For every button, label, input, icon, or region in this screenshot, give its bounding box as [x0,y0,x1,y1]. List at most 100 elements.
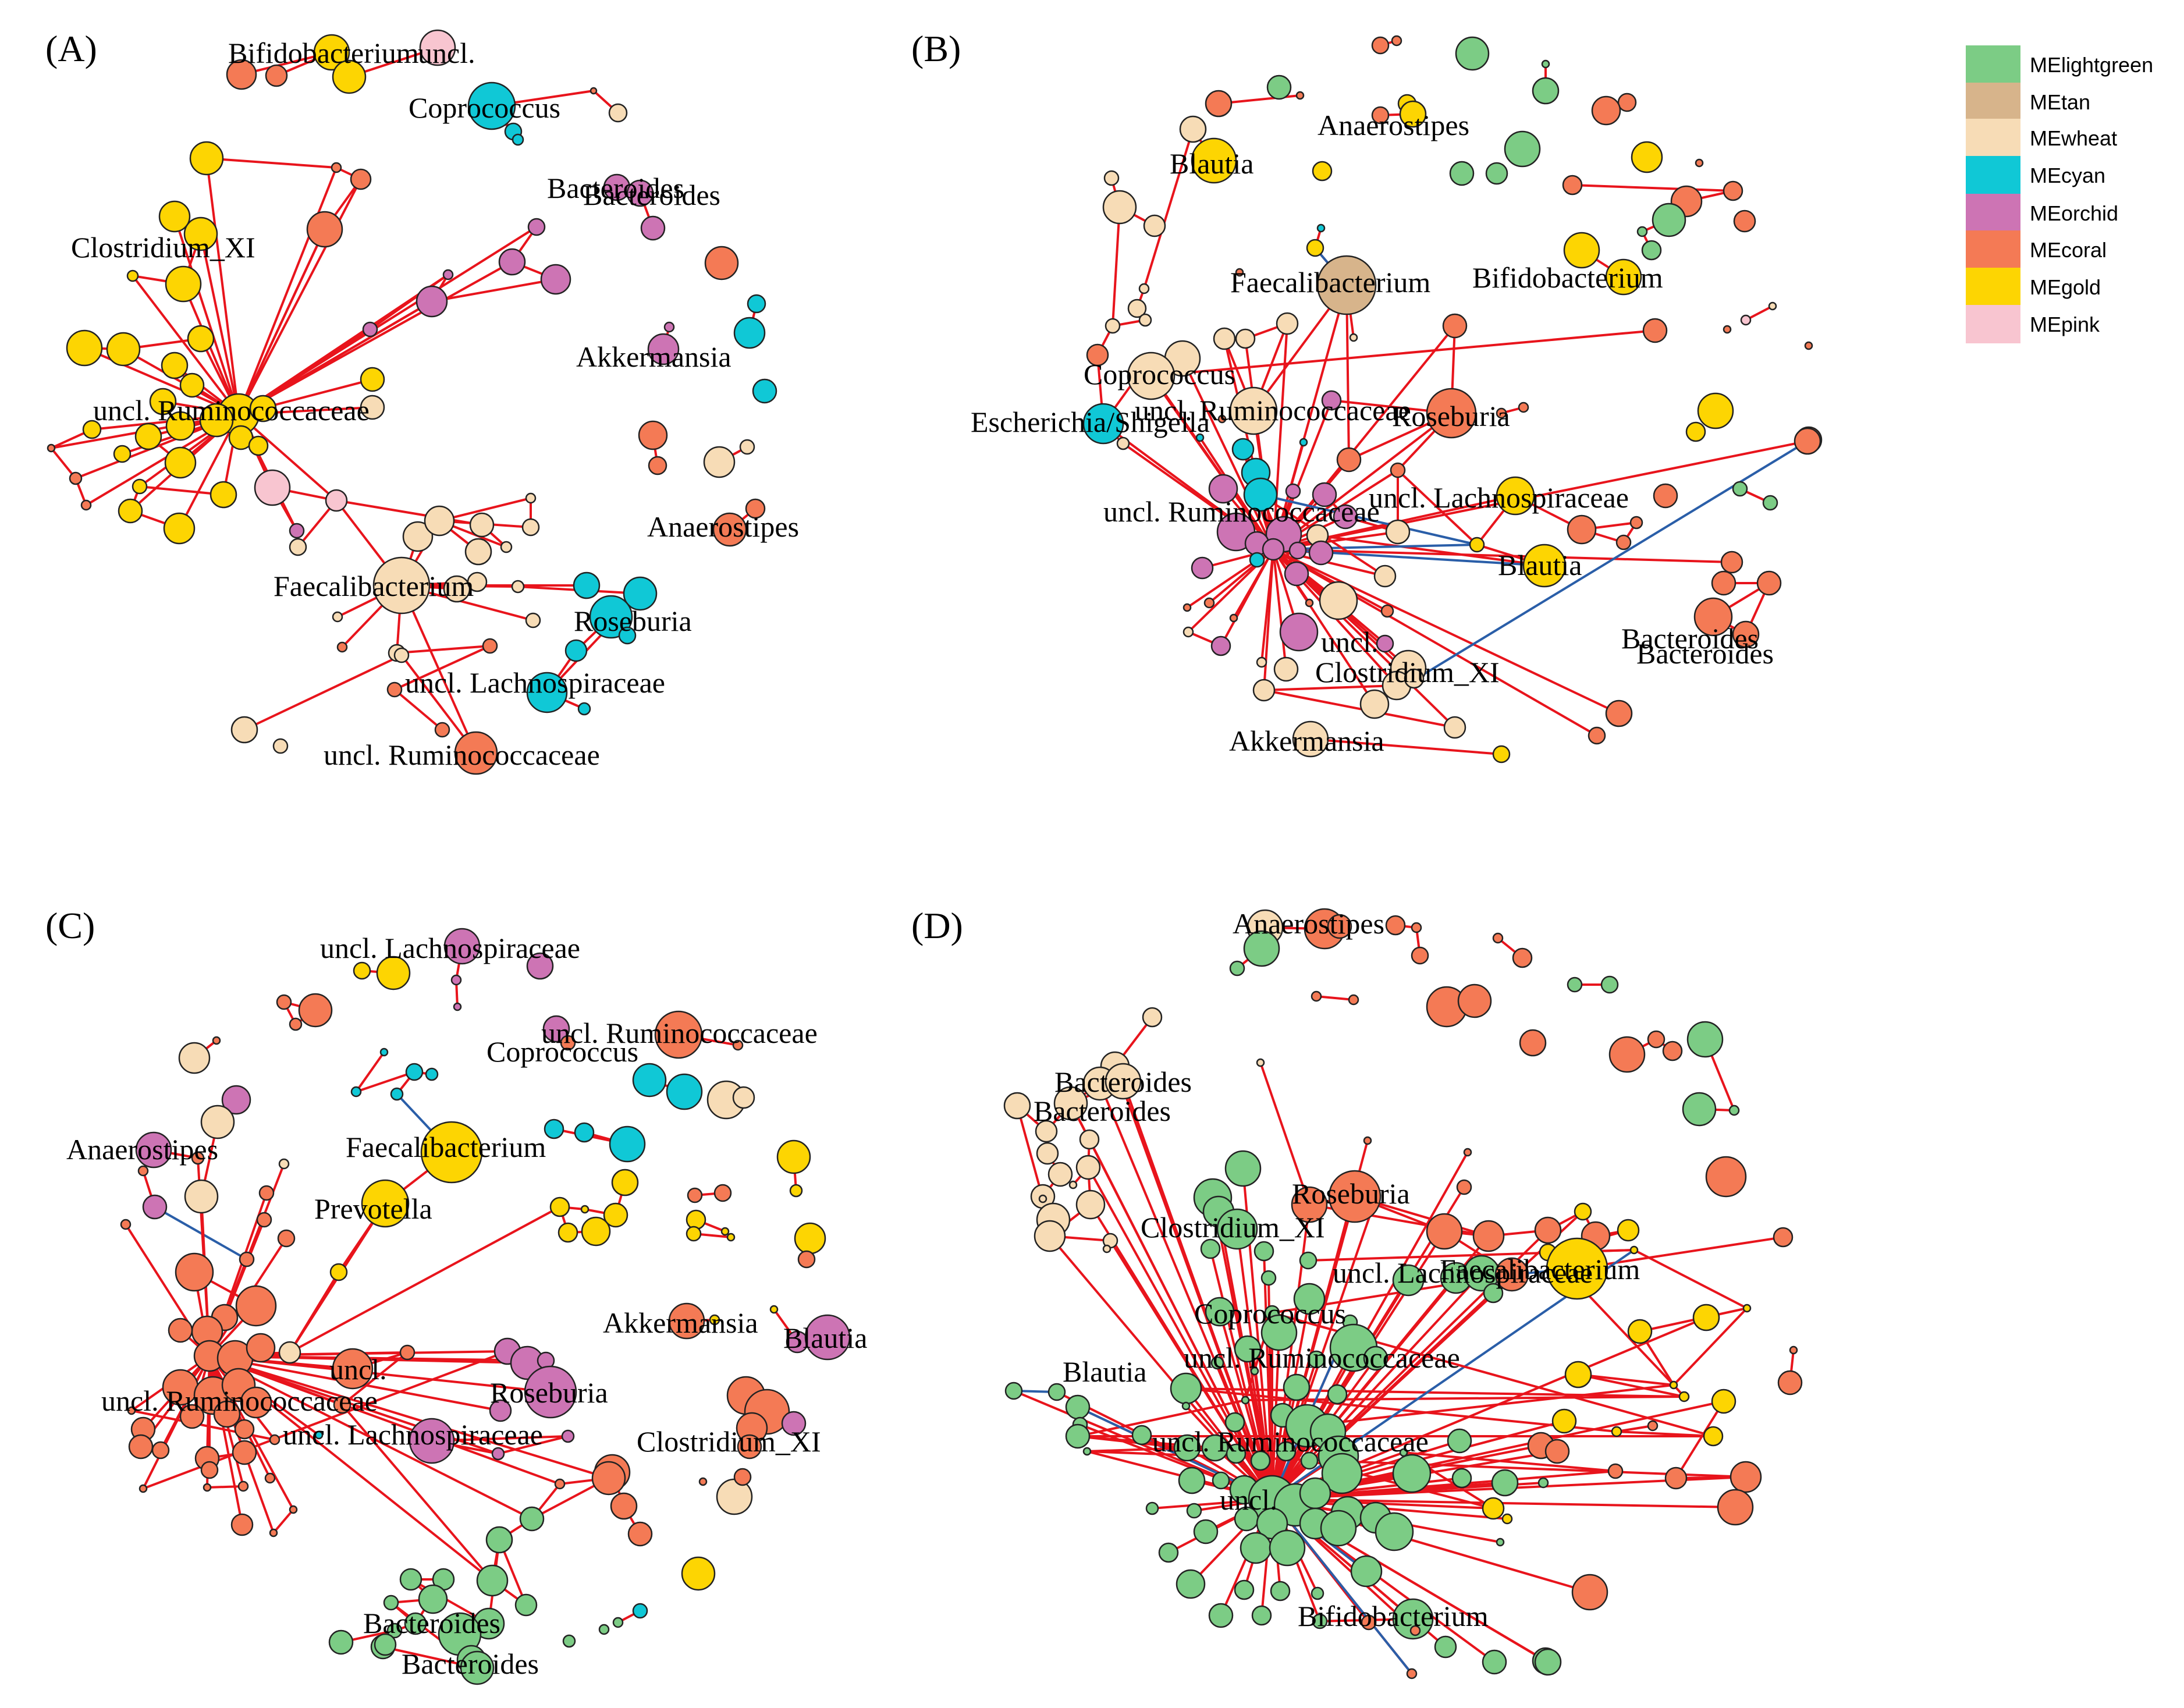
network-node [1213,327,1236,350]
network-edge [132,275,240,416]
network-node [163,512,196,545]
network-node [1327,914,1352,939]
network-node [1182,626,1194,638]
network-node [612,1617,624,1628]
network-node [1295,91,1305,100]
network-node [1695,158,1704,168]
legend-label-megold: MEgold [2030,275,2101,299]
network-node [453,1002,462,1011]
network-node [562,1634,576,1648]
network-node [1385,519,1411,545]
network-node [1116,436,1130,450]
network-node [1210,635,1231,656]
network-node [1200,1238,1221,1259]
network-node [686,1226,702,1242]
node-label-bacteroides: Bacteroides [1054,1066,1192,1098]
node-label-uncl-lachnospiraceae: uncl. Lachnospiraceae [1333,1256,1593,1289]
network-node [332,59,367,94]
network-node [1562,175,1583,196]
network-node [732,1086,755,1109]
network-node [467,571,488,592]
network-node [632,1063,667,1098]
node-label-uncl: uncl. [1321,626,1379,658]
node-label-blautia: Blautia [1063,1355,1146,1388]
network-node [752,378,777,404]
network-node [1250,1366,1259,1376]
network-node [1176,1569,1206,1599]
network-node [1103,170,1120,186]
network-node [1512,947,1533,968]
network-node [1392,1264,1425,1297]
network-node [1692,1304,1720,1331]
panel-a-node-labels: Bifidobacterium uncl. Coprococcus Bacter… [71,37,799,771]
network-node [128,1434,154,1460]
network-node [1240,1532,1272,1564]
network-node [1193,1519,1219,1544]
network-node [278,1158,290,1170]
network-node [1449,161,1475,186]
network-node [647,333,680,365]
node-label-akkermansia: Akkermansia [603,1306,758,1339]
node-label-uncl-lachnospiraceae: uncl. Lachnospiraceae [1369,481,1629,514]
network-node [627,1521,653,1547]
network-node [1105,318,1121,334]
network-node [179,372,205,398]
network-node [1065,1394,1091,1420]
panel-c-nodes [120,928,851,1685]
network-node [325,489,348,512]
network-node [1321,1453,1363,1494]
network-node [608,103,628,123]
network-node [1447,1428,1472,1454]
network-node [1457,983,1492,1018]
network-edge [1086,1447,1188,1453]
network-node [1740,314,1752,326]
network-node [1693,597,1733,637]
network-node [298,993,333,1028]
network-node [1532,77,1560,105]
legend-swatch-melightgreen [1966,45,2020,84]
network-node [1208,474,1238,504]
network-node [1392,1454,1432,1493]
network-node [1773,1227,1794,1248]
network-node [712,512,747,547]
network-node [489,1399,512,1422]
network-node [591,1461,626,1496]
module-legend: MElightgreenMEtanMEwheatMEcyanMEorchidME… [1966,45,2153,343]
node-label-uncl: uncl. [329,1353,387,1386]
network-node [350,168,372,190]
network-node [1723,180,1743,201]
network-node [698,1477,708,1486]
network-node [1082,1447,1092,1456]
network-edge [1260,493,1478,546]
network-node [1564,1361,1592,1389]
legend-swatch-mecoral [1966,230,2020,269]
network-edge [1216,1362,1273,1500]
network-node [1631,141,1663,173]
network-node [1588,726,1606,745]
network-node [1308,540,1334,566]
network-node [733,317,766,349]
network-node [1491,1469,1519,1497]
network-node [603,1202,628,1228]
network-node [404,1612,427,1635]
legend-swatch-mepink [1966,305,2020,343]
network-node [1288,541,1307,560]
network-node [1203,597,1215,609]
network-node [1305,598,1314,608]
legend-label-mewheat: MEwheat [2030,126,2117,150]
network-node [424,505,455,537]
network-node [1273,656,1299,682]
network-node [1685,421,1706,442]
network-node [1641,240,1662,261]
network-node [1311,990,1322,1002]
network-node [1652,203,1686,237]
network-node [1541,59,1550,69]
network-node [1208,1603,1234,1628]
network-node [1138,313,1152,327]
network-node [232,1440,257,1465]
network-node [1229,960,1245,976]
network-node [564,639,588,662]
network-node [1226,1443,1247,1464]
network-node [235,1285,277,1327]
network-node [1371,106,1390,125]
